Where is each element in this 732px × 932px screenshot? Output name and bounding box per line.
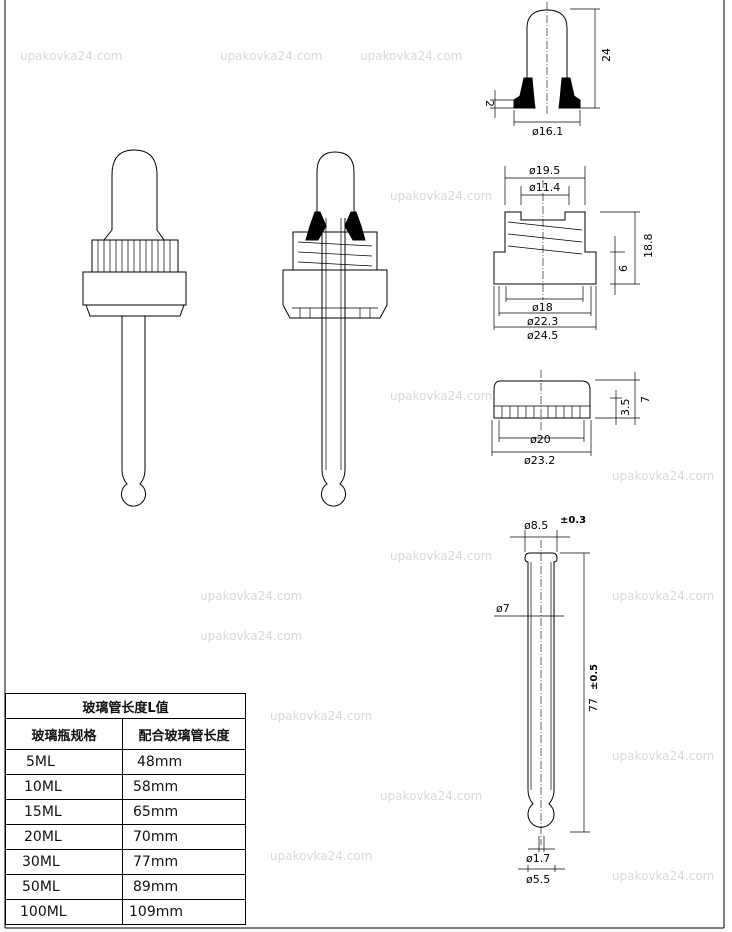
- tube-length: 109mm: [122, 899, 246, 925]
- tube-d-body: ø7: [496, 602, 510, 615]
- glass-pipette-tube: ø8.5 ±0.3 ø7 77 ±0.5 ø1.7 ø5.5: [494, 515, 600, 886]
- watermarks: upakovka24.com upakovka24.com upakovka24…: [20, 49, 714, 883]
- tube-length: 89mm: [122, 874, 246, 900]
- svg-text:upakovka24.com: upakovka24.com: [612, 869, 714, 883]
- tube-length-tol: ±0.5: [589, 664, 600, 690]
- rubber-bulb-section: 24 2 ø16.1: [483, 2, 613, 138]
- table-header: 玻璃瓶规格: [5, 718, 123, 750]
- cap-d-top-outer: ø19.5: [529, 164, 560, 177]
- svg-text:upakovka24.com: upakovka24.com: [612, 749, 714, 763]
- svg-text:upakovka24.com: upakovka24.com: [360, 49, 462, 63]
- svg-text:upakovka24.com: upakovka24.com: [270, 849, 372, 863]
- svg-text:upakovka24.com: upakovka24.com: [200, 589, 302, 603]
- ring-d-outer: ø23.2: [524, 454, 555, 467]
- tube-length: 65mm: [122, 799, 246, 825]
- tube-length: 48mm: [122, 749, 246, 775]
- bottle-size: 5ML: [5, 749, 123, 775]
- cap-d-mid: ø22.3: [527, 315, 558, 328]
- ring-height-label: 7: [639, 396, 652, 403]
- bottle-size: 30ML: [5, 849, 123, 875]
- dropper-section-view: [282, 151, 388, 507]
- table-title: 玻璃管长度L值: [5, 693, 246, 719]
- svg-text:upakovka24.com: upakovka24.com: [380, 789, 482, 803]
- svg-text:upakovka24.com: upakovka24.com: [220, 49, 322, 63]
- tube-d-top: ø8.5: [524, 519, 548, 532]
- tube-length-label: 77: [587, 698, 600, 712]
- ring-d-inner: ø20: [530, 433, 551, 446]
- tube-length: 70mm: [122, 824, 246, 850]
- tube-d-top-tol: ±0.3: [560, 515, 586, 526]
- bulb-lip-label: 2: [483, 100, 496, 107]
- cap-height-label: 18.8: [642, 234, 655, 259]
- tamper-ring-section: 7 3.5 ø20 ø23.2: [491, 370, 652, 467]
- bottle-size: 10ML: [5, 774, 123, 800]
- tube-d-tip-hole: ø1.7: [526, 852, 550, 865]
- tube-length: 58mm: [122, 774, 246, 800]
- svg-text:upakovka24.com: upakovka24.com: [20, 49, 122, 63]
- bulb-height-label: 24: [600, 48, 613, 62]
- dropper-external-view: [82, 149, 187, 507]
- cap-d-outer: ø24.5: [527, 329, 558, 342]
- svg-text:upakovka24.com: upakovka24.com: [390, 549, 492, 563]
- bulb-diameter-label: ø16.1: [532, 125, 563, 138]
- tube-length: 77mm: [122, 849, 246, 875]
- svg-text:upakovka24.com: upakovka24.com: [200, 629, 302, 643]
- bottle-size: 20ML: [5, 824, 123, 850]
- cap-d-top-inner: ø11.4: [529, 181, 560, 194]
- svg-text:upakovka24.com: upakovka24.com: [390, 389, 492, 403]
- ring-band-label: 3.5: [619, 399, 632, 417]
- svg-text:upakovka24.com: upakovka24.com: [612, 469, 714, 483]
- bottle-size: 15ML: [5, 799, 123, 825]
- cap-thread-label: 6: [617, 265, 630, 272]
- svg-text:upakovka24.com: upakovka24.com: [612, 589, 714, 603]
- bottle-size: 100ML: [5, 899, 123, 925]
- svg-text:upakovka24.com: upakovka24.com: [390, 189, 492, 203]
- cap-d-inner: ø18: [532, 301, 553, 314]
- table-header: 配合玻璃管长度: [122, 718, 246, 750]
- tube-d-tip: ø5.5: [526, 873, 550, 886]
- bottle-size: 50ML: [5, 874, 123, 900]
- screw-cap-section: ø19.5 ø11.4 18.8 6 ø18 ø22.3 ø24.5: [493, 164, 655, 342]
- svg-text:upakovka24.com: upakovka24.com: [270, 709, 372, 723]
